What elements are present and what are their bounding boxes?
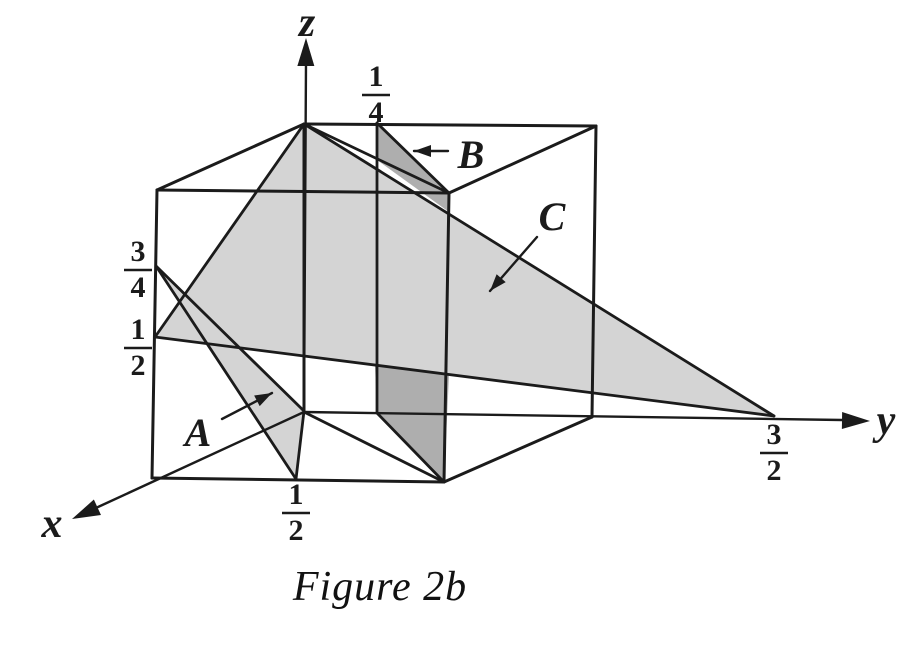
cube-edge-top-left xyxy=(155,122,306,192)
y-axis-arrowhead-icon xyxy=(841,412,870,430)
cube-edge-bottom-right xyxy=(442,415,594,484)
plane-A-arrow-head-icon xyxy=(254,393,272,407)
plane-A-right-edge xyxy=(294,409,306,481)
tick-one-half-bottom: 12 xyxy=(282,478,310,547)
tick-three-quarters-left-denominator: 4 xyxy=(131,271,146,304)
plane-A-surface xyxy=(156,266,304,479)
tick-one-quarter-top-numerator: 1 xyxy=(369,60,384,93)
plane-C-top-edge xyxy=(302,122,776,418)
plane-B-lower-surface xyxy=(375,366,449,482)
plane-C-arrow-head-icon xyxy=(490,274,506,291)
tick-one-quarter-top-denominator: 4 xyxy=(369,96,384,129)
tick-one-half-left-numerator: 1 xyxy=(131,313,146,346)
cube-edge-front-left xyxy=(150,188,159,480)
y-axis xyxy=(302,410,844,422)
tick-three-quarters-left-numerator: 3 xyxy=(131,235,146,268)
bottom-face-diagonal xyxy=(302,410,446,484)
cube-edge-front-top xyxy=(155,188,451,195)
plane-C-surface xyxy=(155,124,774,416)
cube-edge-back-right xyxy=(590,124,598,419)
tick-one-half-bottom-numerator: 1 xyxy=(289,478,304,511)
cube-edge-top-right xyxy=(447,124,598,195)
plane-A-label: A xyxy=(182,410,212,455)
plane-B-bottom-edge xyxy=(375,411,446,484)
plane-B-upper-surface xyxy=(377,123,449,212)
plane-A-top-edge xyxy=(154,264,306,413)
z-axis-label: z xyxy=(297,0,316,46)
plane-C-bottom-edge xyxy=(153,335,776,418)
cube-edge-front-bottom xyxy=(150,476,446,484)
plane-C-label: C xyxy=(539,194,567,239)
x-axis-label: x xyxy=(41,501,63,547)
tick-one-half-bottom-denominator: 2 xyxy=(289,514,304,547)
plane-B-label: B xyxy=(457,132,485,177)
tick-three-halves-y-denominator: 2 xyxy=(767,454,782,487)
tick-one-quarter-top: 14 xyxy=(362,60,390,129)
z-axis-arrowhead-icon xyxy=(297,38,315,67)
plane-B-top-edge xyxy=(375,121,451,195)
tick-one-half-left: 12 xyxy=(124,313,152,382)
cube-edge-back-top xyxy=(302,122,598,128)
x-axis-arrowhead-icon xyxy=(72,499,101,519)
x-axis xyxy=(96,410,306,509)
y-axis-label: y xyxy=(872,398,896,444)
tick-one-half-left-denominator: 2 xyxy=(131,349,146,382)
tick-three-halves-y: 32 xyxy=(760,418,788,487)
tick-three-quarters-left: 34 xyxy=(124,235,152,304)
plane-B-arrow-head-icon xyxy=(414,145,431,157)
tick-three-halves-y-numerator: 3 xyxy=(767,418,782,451)
plane-A-front-edge xyxy=(154,264,298,481)
figure-caption: Figure 2b xyxy=(292,564,468,610)
cube-edge-front-right xyxy=(442,191,451,484)
